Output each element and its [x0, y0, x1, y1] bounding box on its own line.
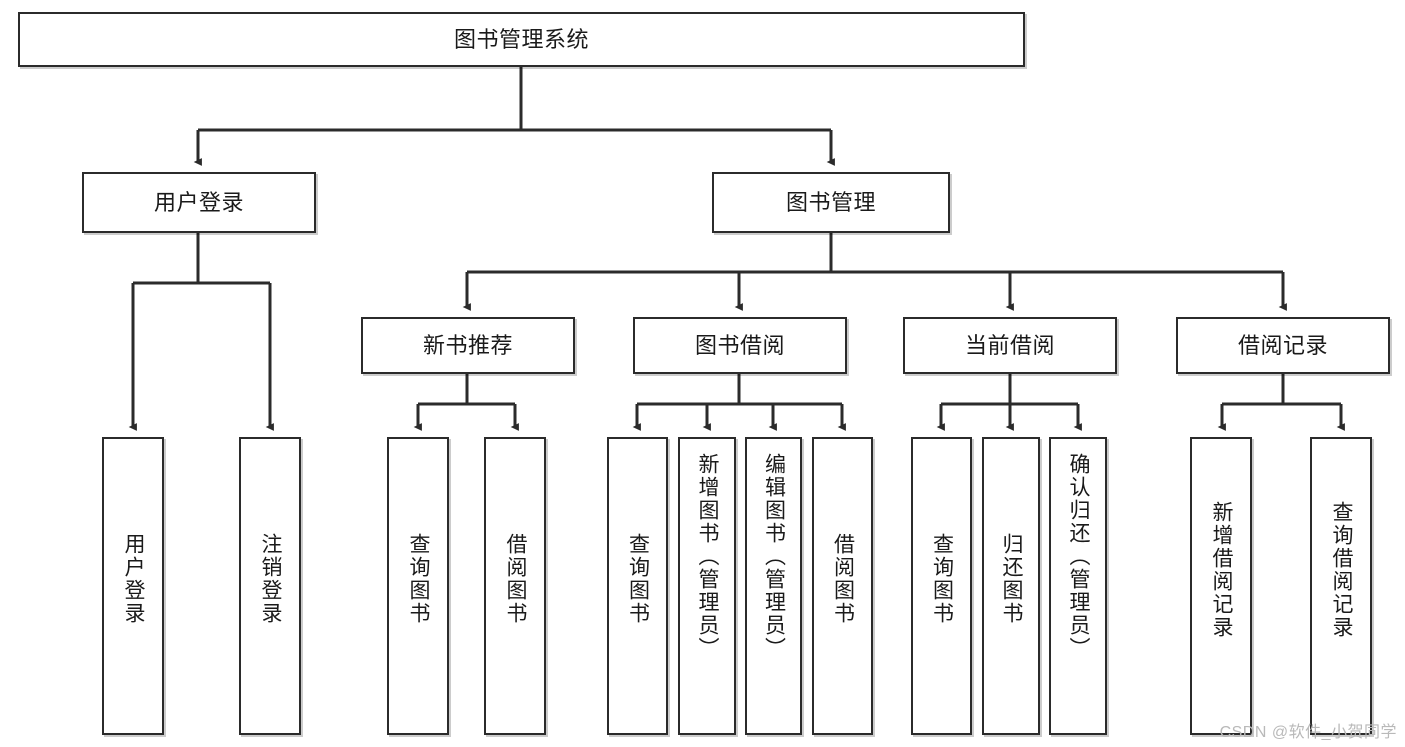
node-root-system[interactable]: 图书管理系统 [18, 12, 1025, 67]
leaf-return-book[interactable]: 归还图书 [982, 437, 1040, 735]
leaf-add-borrow-record[interactable]: 新增借阅记录 [1190, 437, 1252, 735]
leaf-query-book-borrow[interactable]: 查询图书 [607, 437, 668, 735]
node-label: 查询图书 [930, 533, 954, 625]
node-label: 用户登录 [153, 189, 244, 215]
node-borrow-record[interactable]: 借阅记录 [1176, 317, 1390, 374]
node-book-management[interactable]: 图书管理 [712, 172, 950, 233]
node-label: 借阅图书 [831, 533, 855, 625]
node-label: 查询图书 [407, 533, 431, 625]
leaf-query-book-current[interactable]: 查询图书 [911, 437, 972, 735]
leaf-user-login[interactable]: 用户登录 [102, 437, 164, 735]
leaf-query-borrow-record[interactable]: 查询借阅记录 [1310, 437, 1372, 735]
node-label: 图书借阅 [694, 332, 785, 358]
node-label: 查询借阅记录 [1330, 501, 1354, 639]
node-label: 新书推荐 [422, 332, 513, 358]
leaf-confirm-return-admin[interactable]: 确认归还（管理员） [1049, 437, 1107, 735]
node-label: 新增图书（管理员） [696, 453, 720, 660]
node-label: 确认归还（管理员） [1067, 453, 1091, 660]
node-label: 用户登录 [122, 533, 146, 625]
leaf-borrow-book-newbook[interactable]: 借阅图书 [484, 437, 546, 735]
node-label: 编辑图书（管理员） [762, 453, 786, 660]
leaf-query-book-newbook[interactable]: 查询图书 [387, 437, 449, 735]
leaf-add-book-admin[interactable]: 新增图书（管理员） [678, 437, 736, 735]
leaf-edit-book-admin[interactable]: 编辑图书（管理员） [745, 437, 802, 735]
node-label: 查询图书 [626, 533, 650, 625]
node-label: 新增借阅记录 [1210, 501, 1234, 639]
leaf-logout[interactable]: 注销登录 [239, 437, 301, 735]
node-label: 图书管理系统 [453, 26, 589, 52]
node-label: 归还图书 [1000, 533, 1024, 625]
node-label: 借阅图书 [504, 533, 528, 625]
watermark: CSDN @软件_小贺同学 [1219, 724, 1397, 741]
node-book-borrow[interactable]: 图书借阅 [633, 317, 847, 374]
node-new-book-recommend[interactable]: 新书推荐 [361, 317, 575, 374]
node-label: 图书管理 [785, 189, 876, 215]
leaf-borrow-book[interactable]: 借阅图书 [812, 437, 873, 735]
node-user-login[interactable]: 用户登录 [82, 172, 316, 233]
node-label: 当前借阅 [964, 332, 1055, 358]
node-label: 注销登录 [259, 533, 283, 625]
node-label: 借阅记录 [1237, 332, 1328, 358]
node-current-borrow[interactable]: 当前借阅 [903, 317, 1117, 374]
